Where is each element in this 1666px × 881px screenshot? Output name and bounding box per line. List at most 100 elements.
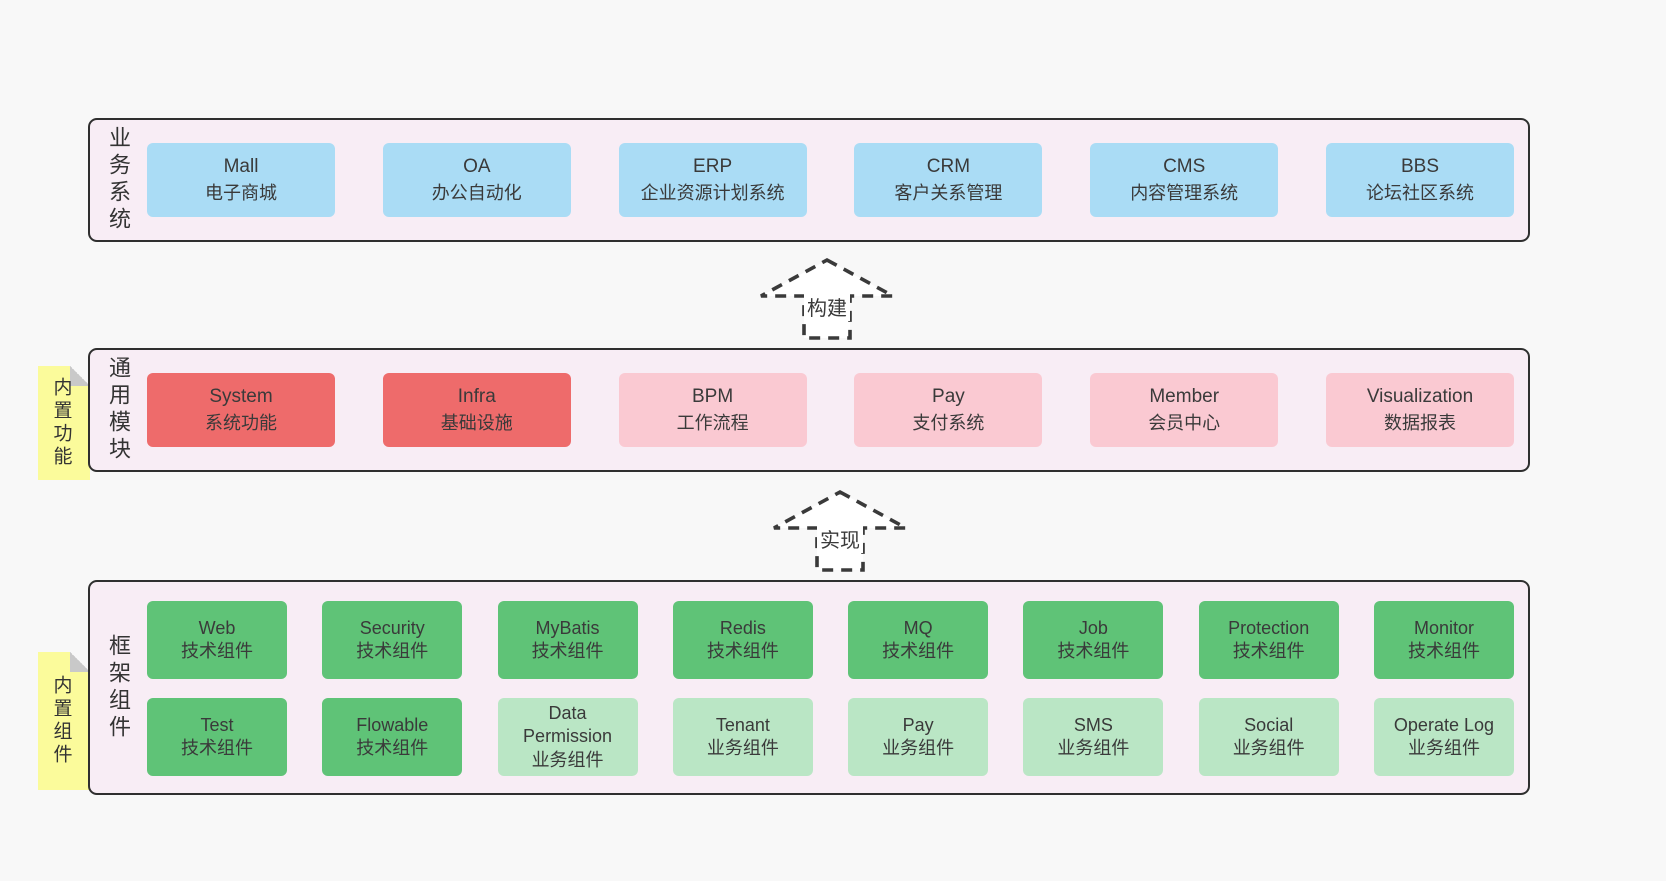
box-subtitle: 办公自动化	[431, 182, 522, 203]
sticky-note-label: 内置功能	[50, 377, 72, 469]
box-subtitle: 技术组件	[1057, 641, 1130, 661]
box-name: Pay	[932, 386, 965, 408]
box-subtitle: 业务组件	[1057, 738, 1130, 758]
box-name: Data Permission	[523, 702, 613, 747]
box-flowable: Flowable 技术组件	[322, 698, 463, 776]
box-name: Flowable	[356, 714, 429, 735]
box-name: Infra	[457, 386, 496, 408]
band-framework-components: 框架组件 Web 技术组件 Security 技术组件 MyBatis 技术组件…	[88, 580, 1530, 795]
box-name: Social	[1244, 714, 1294, 735]
box-web: Web 技术组件	[147, 601, 287, 679]
box-subtitle: 技术组件	[1232, 641, 1305, 661]
box-security: Security 技术组件	[322, 601, 463, 679]
box-subtitle: 工作流程	[676, 412, 749, 433]
framework-components-grid: Web 技术组件 Security 技术组件 MyBatis 技术组件 Redi…	[147, 601, 1514, 776]
box-name: Protection	[1228, 617, 1310, 638]
box-visualization: Visualization 数据报表	[1325, 373, 1514, 447]
box-subtitle: 业务组件	[1407, 738, 1480, 758]
box-name: Web	[198, 617, 236, 638]
box-cms: CMS 内容管理系统	[1090, 143, 1279, 217]
box-subtitle: 电子商城	[205, 182, 277, 203]
band-side-label: 框架组件	[106, 633, 131, 742]
box-subtitle: 数据报表	[1383, 412, 1456, 433]
band-side-label: 通用模块	[106, 356, 131, 464]
box-monitor: Monitor 技术组件	[1373, 601, 1514, 679]
box-test: Test 技术组件	[147, 698, 287, 776]
box-subtitle: 客户关系管理	[894, 182, 1003, 203]
box-name: Visualization	[1366, 386, 1474, 408]
box-system: System 系统功能	[147, 373, 335, 447]
box-subtitle: 业务组件	[882, 738, 955, 758]
box-member: Member 会员中心	[1090, 373, 1279, 447]
box-social: Social 业务组件	[1198, 698, 1339, 776]
box-pay: Pay 支付系统	[854, 373, 1043, 447]
box-subtitle: 技术组件	[356, 641, 429, 661]
box-subtitle: 技术组件	[356, 738, 429, 758]
box-subtitle: 技术组件	[1407, 641, 1480, 661]
box-name: MyBatis	[535, 617, 600, 638]
box-job: Job 技术组件	[1023, 601, 1164, 679]
box-redis: Redis 技术组件	[672, 601, 813, 679]
box-operate-log: Operate Log 业务组件	[1373, 698, 1514, 776]
box-name: Job	[1078, 617, 1108, 638]
box-name: OA	[463, 156, 491, 178]
box-name: Security	[359, 617, 425, 638]
box-name: BPM	[692, 386, 734, 408]
band-business-systems: 业务系统 Mall 电子商城 OA 办公自动化 ERP 企业资源计划系统 CRM…	[88, 118, 1530, 242]
box-name: Pay	[902, 714, 934, 735]
box-subtitle: 支付系统	[912, 412, 985, 433]
box-data-permission: Data Permission 业务组件	[497, 698, 638, 776]
box-name: ERP	[693, 156, 733, 178]
box-name: BBS	[1400, 156, 1439, 178]
box-subtitle: 业务组件	[706, 738, 779, 758]
folded-corner-icon	[70, 652, 90, 672]
box-name: SMS	[1073, 714, 1113, 735]
box-name: System	[209, 386, 273, 408]
box-name: Operate Log	[1393, 714, 1494, 735]
box-name: Redis	[719, 617, 766, 638]
box-name: CRM	[926, 156, 971, 178]
box-infra: Infra 基础设施	[382, 373, 571, 447]
components-row-2: Test 技术组件 Flowable 技术组件 Data Permission …	[147, 698, 1514, 776]
common-modules-row: System 系统功能 Infra 基础设施 BPM 工作流程 Pay 支付系统…	[147, 373, 1514, 447]
box-subtitle: 会员中心	[1148, 412, 1221, 433]
box-subtitle: 企业资源计划系统	[640, 182, 785, 203]
folded-corner-icon	[70, 366, 90, 386]
box-tenant: Tenant 业务组件	[672, 698, 813, 776]
band-common-modules: 通用模块 System 系统功能 Infra 基础设施 BPM 工作流程 Pay…	[88, 348, 1530, 472]
box-name: Monitor	[1413, 617, 1474, 638]
box-name: Tenant	[715, 714, 770, 735]
box-crm: CRM 客户关系管理	[854, 143, 1043, 217]
box-erp: ERP 企业资源计划系统	[618, 143, 807, 217]
box-subtitle: 技术组件	[531, 641, 604, 661]
box-subtitle: 技术组件	[181, 738, 253, 758]
box-bbs: BBS 论坛社区系统	[1325, 143, 1514, 217]
band-side-label: 业务系统	[106, 126, 131, 234]
box-mq: MQ 技术组件	[848, 601, 989, 679]
box-subtitle: 技术组件	[882, 641, 955, 661]
box-name: CMS	[1163, 156, 1206, 178]
box-subtitle: 业务组件	[1232, 738, 1305, 758]
box-subtitle: 内容管理系统	[1130, 182, 1239, 203]
sticky-note-label: 内置组件	[50, 675, 72, 767]
box-oa: OA 办公自动化	[382, 143, 571, 217]
box-pay-business: Pay 业务组件	[848, 698, 989, 776]
sticky-note-built-in-components: 内置组件	[38, 652, 90, 790]
box-protection: Protection 技术组件	[1198, 601, 1339, 679]
build-arrow: 构建	[755, 255, 899, 343]
box-name: Test	[200, 714, 234, 735]
box-subtitle: 基础设施	[440, 412, 513, 433]
box-subtitle: 系统功能	[205, 412, 277, 433]
box-subtitle: 技术组件	[706, 641, 779, 661]
box-mall: Mall 电子商城	[147, 143, 335, 217]
arrow-label: 构建	[804, 292, 850, 321]
box-subtitle: 业务组件	[531, 749, 604, 770]
box-name: Member	[1149, 386, 1220, 408]
box-mybatis: MyBatis 技术组件	[497, 601, 638, 679]
box-sms: SMS 业务组件	[1023, 698, 1164, 776]
sticky-note-built-in-features: 内置功能	[38, 366, 90, 480]
components-row-1: Web 技术组件 Security 技术组件 MyBatis 技术组件 Redi…	[147, 601, 1514, 679]
arrow-label: 实现	[817, 524, 863, 553]
box-bpm: BPM 工作流程	[618, 373, 807, 447]
